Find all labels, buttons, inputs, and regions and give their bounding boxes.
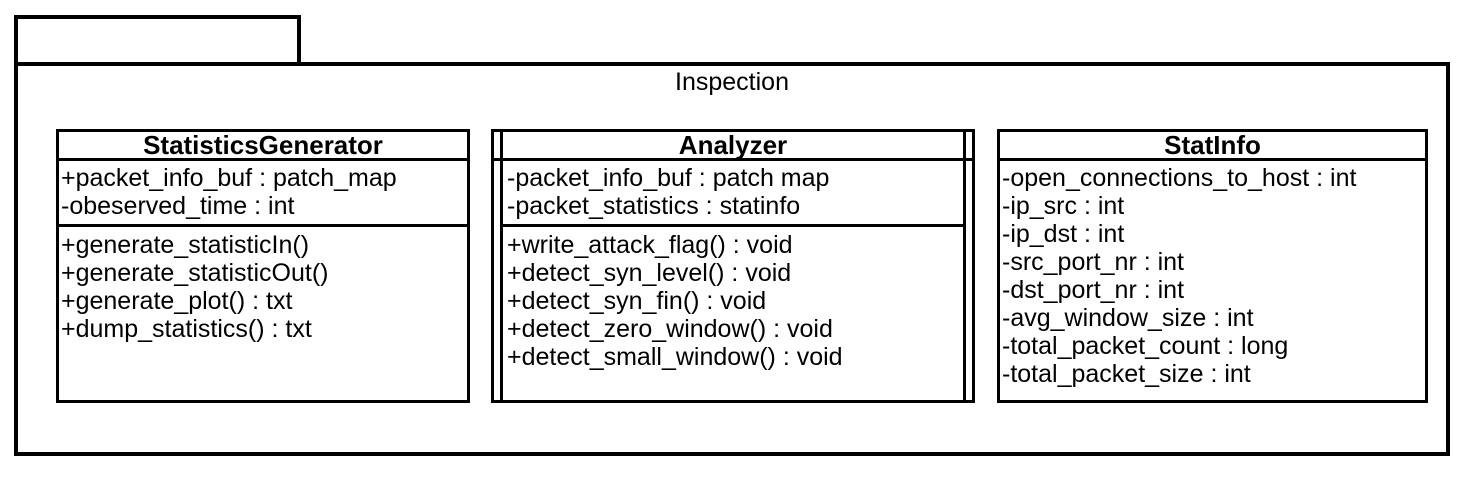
method: +detect_syn_level() : void [507, 259, 792, 287]
class-title: Analyzer [494, 130, 972, 161]
method: +generate_statisticIn() [61, 231, 310, 259]
class-analyzer: Analyzer -packet_info_buf : patch map -p… [491, 129, 975, 403]
attribute: -dst_port_nr : int [1002, 276, 1185, 304]
attribute: -total_packet_count : long [1002, 332, 1289, 360]
active-class-side-line-left [500, 132, 503, 400]
attribute: -total_packet_size : int [1002, 360, 1251, 388]
method: +dump_statistics() : txt [61, 315, 312, 343]
attributes-compartment: +packet_info_buf : patch_map -obeserved_… [59, 161, 467, 227]
attribute: -src_port_nr : int [1002, 248, 1185, 276]
attribute: -ip_src : int [1002, 192, 1125, 220]
package-name: Inspection [675, 68, 789, 96]
class-title: StatisticsGenerator [59, 130, 467, 161]
class-title: StatInfo [1000, 130, 1425, 161]
method: +detect_syn_fin() : void [507, 287, 767, 315]
package-body: Inspection StatisticsGenerator +packet_i… [14, 62, 1450, 456]
package-tab [14, 15, 301, 62]
attributes-compartment: -open_connections_to_host : int -ip_src … [1000, 161, 1425, 390]
method: +detect_zero_window() : void [507, 315, 833, 343]
attribute: +packet_info_buf : patch_map [61, 164, 397, 192]
attribute: -packet_info_buf : patch map [507, 164, 830, 192]
method: +detect_small_window() : void [507, 343, 843, 371]
methods-compartment: +write_attack_flag() : void +detect_syn_… [503, 227, 963, 373]
attribute: -obeserved_time : int [61, 192, 295, 220]
attribute: -avg_window_size : int [1002, 304, 1254, 332]
attribute: -open_connections_to_host : int [1002, 164, 1357, 192]
method: +generate_plot() : txt [61, 287, 293, 315]
method: +write_attack_flag() : void [507, 231, 793, 259]
method: +generate_statisticOut() [61, 259, 329, 287]
attribute: -packet_statistics : statinfo [507, 192, 801, 220]
class-statisticsgenerator: StatisticsGenerator +packet_info_buf : p… [56, 129, 470, 403]
attribute: -ip_dst : int [1002, 220, 1125, 248]
class-statinfo: StatInfo -open_connections_to_host : int… [997, 129, 1428, 403]
active-class-side-line-right [963, 132, 966, 400]
methods-compartment: +generate_statisticIn() +generate_statis… [59, 227, 467, 345]
attributes-compartment: -packet_info_buf : patch map -packet_sta… [503, 161, 963, 227]
